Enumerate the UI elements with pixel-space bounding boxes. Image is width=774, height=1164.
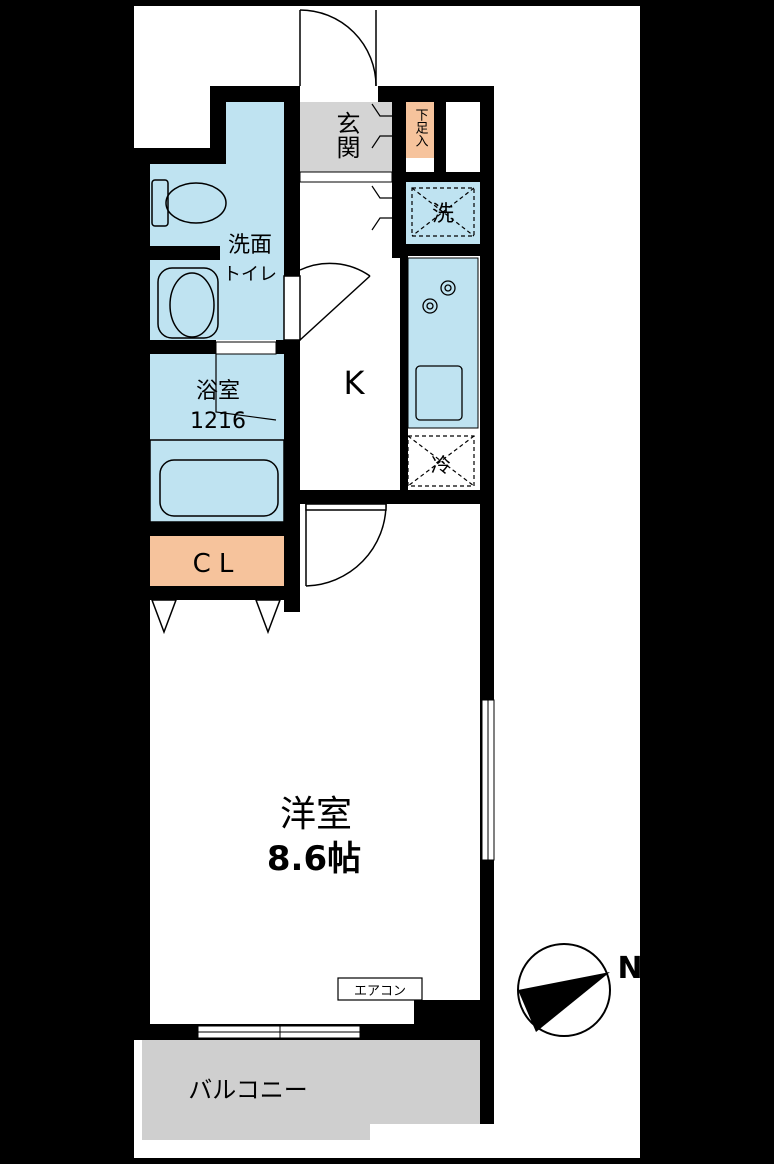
bathtub-icon	[149, 439, 285, 523]
washbasin-icon	[157, 267, 219, 339]
western-room-size: 8.6帖	[267, 839, 361, 879]
aircon-box	[337, 977, 423, 1001]
kitchen-door	[283, 262, 371, 341]
aircon-label: エアコン	[354, 984, 406, 999]
kitchen-counter	[407, 257, 479, 429]
shoe-box	[406, 102, 434, 158]
kitchen-label: K	[344, 364, 366, 402]
exterior-walls	[134, 86, 494, 1124]
balcony-label: バルコニー	[188, 1076, 308, 1104]
washroom-label-line2: トイレ	[223, 264, 277, 285]
shoe-box-door	[371, 103, 392, 149]
balcony-window	[197, 1025, 361, 1039]
washroom-label-line1: 洗面	[228, 233, 272, 258]
east-window	[481, 699, 495, 861]
fridge-icon	[407, 435, 475, 487]
fridge-label: 冷	[431, 453, 451, 477]
stove-icon	[422, 280, 456, 314]
entrance-door	[299, 9, 377, 87]
compass-north-label: N	[617, 951, 642, 986]
closet-label: CL	[193, 549, 242, 579]
balcony-area	[142, 1040, 494, 1140]
entrance-area	[300, 102, 392, 172]
sink-icon	[415, 365, 463, 421]
bath-label-line2: 1216	[190, 409, 246, 434]
western-room-label: 洋室	[280, 794, 352, 835]
closet-area	[150, 536, 284, 586]
washer-label: 洗	[432, 202, 454, 227]
closet-doors	[150, 599, 282, 635]
washer-icon	[411, 187, 475, 237]
bath-label-line1: 浴室	[196, 379, 240, 404]
washer-door	[371, 185, 392, 231]
shoe-box-label: 下足入	[413, 108, 429, 147]
compass-icon	[517, 943, 611, 1037]
room-door	[305, 503, 387, 587]
bath-area	[150, 354, 284, 522]
entrance-label: 玄関	[332, 111, 360, 159]
interior-walls	[150, 102, 480, 1024]
toilet-icon	[151, 179, 227, 227]
